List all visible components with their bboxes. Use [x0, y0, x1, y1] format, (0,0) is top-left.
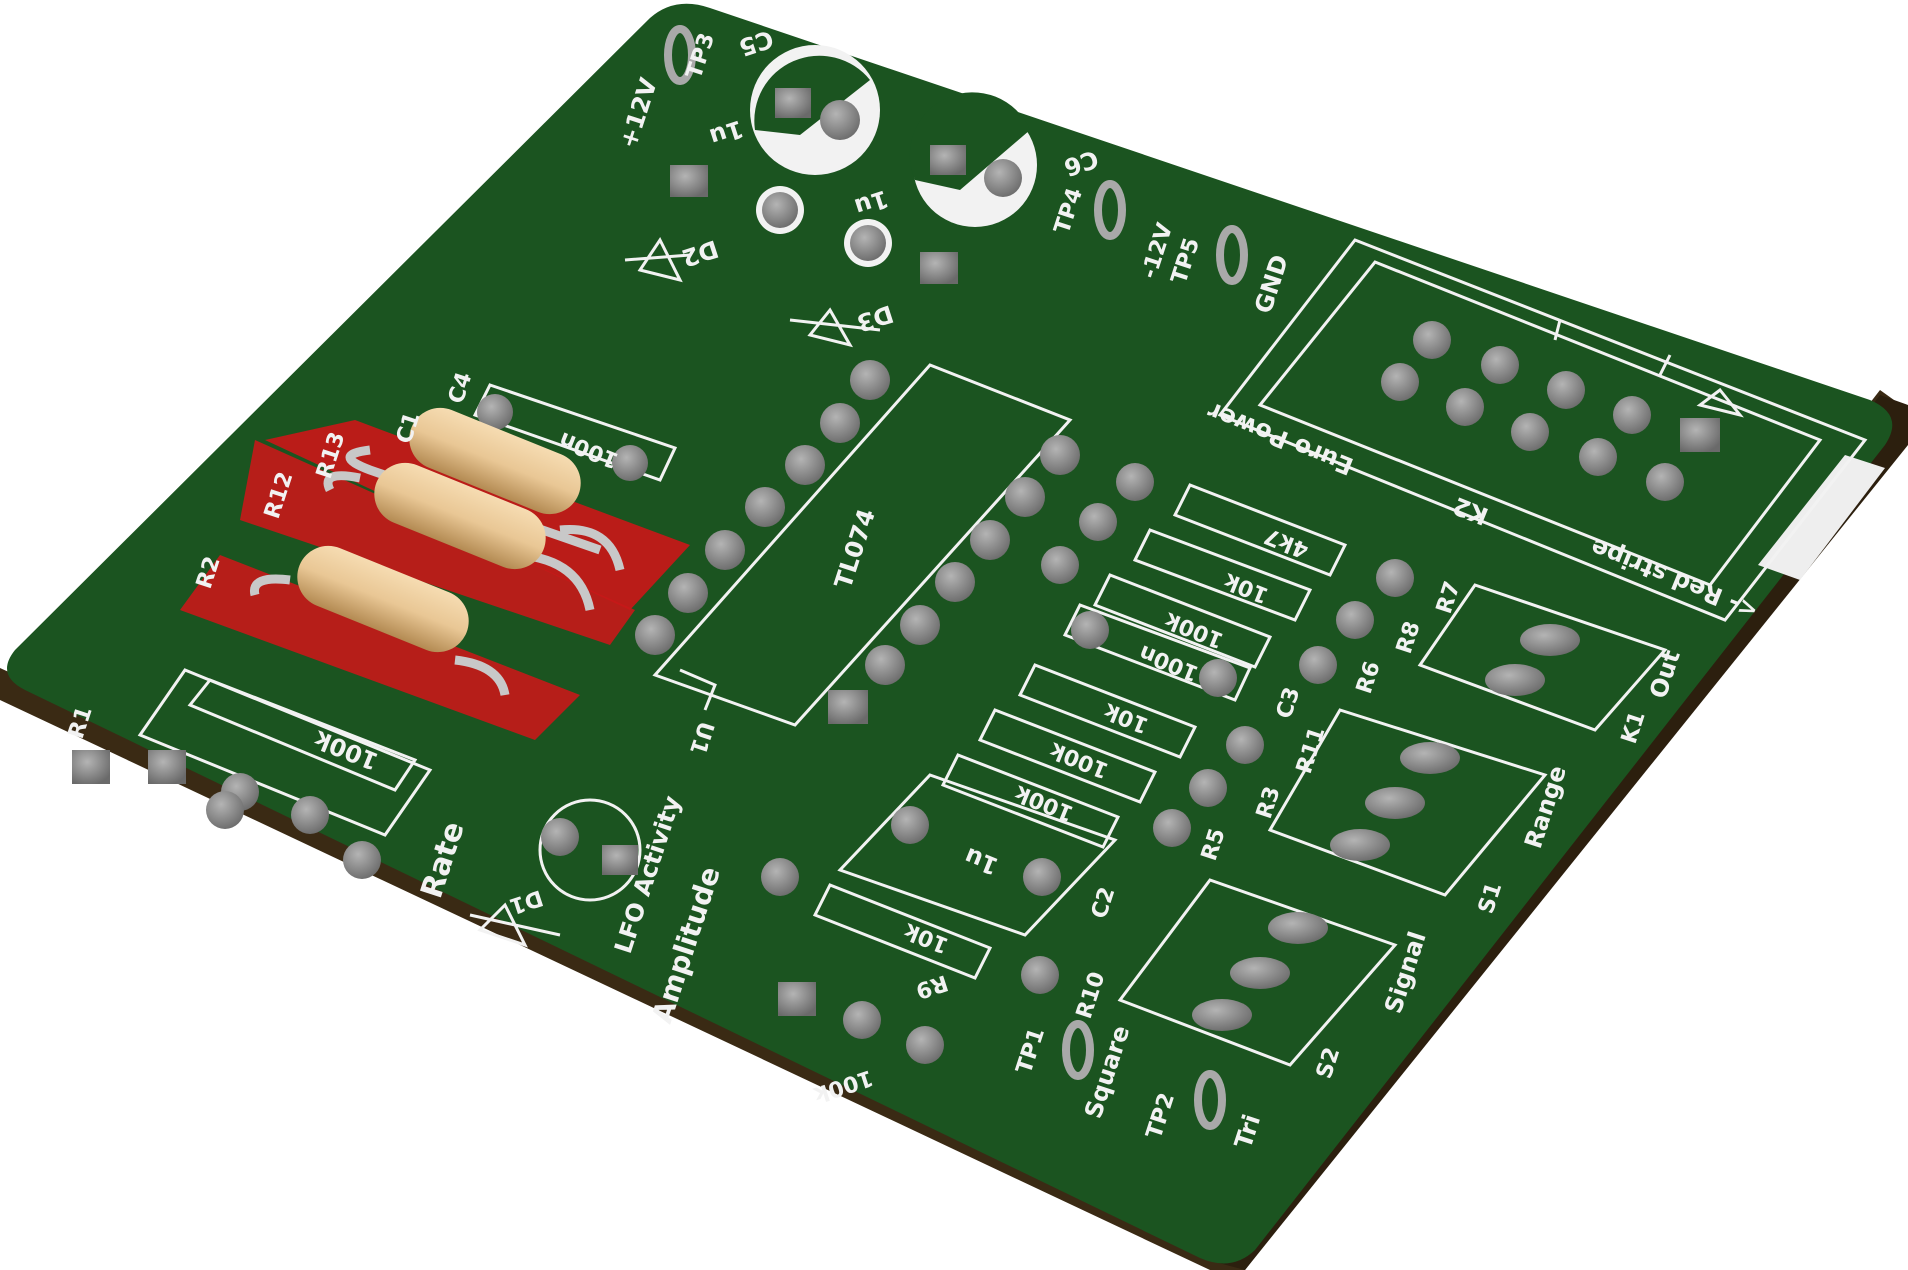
test-point-tp3 — [664, 25, 696, 85]
d3-diode — [789, 219, 958, 348]
resistor-r13 — [323, 462, 595, 612]
c2-capacitor — [837, 773, 1118, 937]
r1-rate-pot — [72, 668, 433, 879]
k2-header-pins — [1381, 321, 1720, 501]
right-resistors — [940, 463, 1414, 849]
red-stripe-band — [1758, 455, 1885, 580]
amplitude-pot — [778, 982, 944, 1064]
d1-led — [469, 798, 642, 948]
board-top — [7, 3, 1893, 1264]
test-point-tp2 — [1194, 1070, 1226, 1130]
resistor-r2 — [249, 545, 510, 697]
test-point-tp4 — [1094, 180, 1126, 240]
test-point-tp5 — [1216, 225, 1248, 285]
u1-pins-left — [635, 360, 890, 655]
k1-jack — [1417, 583, 1668, 732]
c4-capacitor — [472, 383, 678, 482]
c6-capacitor — [909, 92, 1037, 227]
r9-resistor — [761, 858, 1059, 994]
test-point-tp1 — [1062, 1020, 1094, 1080]
d2-diode — [624, 165, 804, 283]
u1-ic-outline — [652, 363, 1073, 727]
k2-connector — [1217, 238, 1868, 622]
c3-capacitor — [1062, 603, 1253, 702]
s1-switch — [1267, 708, 1548, 897]
resistor-r12 — [345, 407, 625, 572]
s2-switch — [1117, 878, 1398, 1067]
c5-capacitor — [750, 45, 880, 175]
u1-pins-right — [828, 435, 1080, 724]
